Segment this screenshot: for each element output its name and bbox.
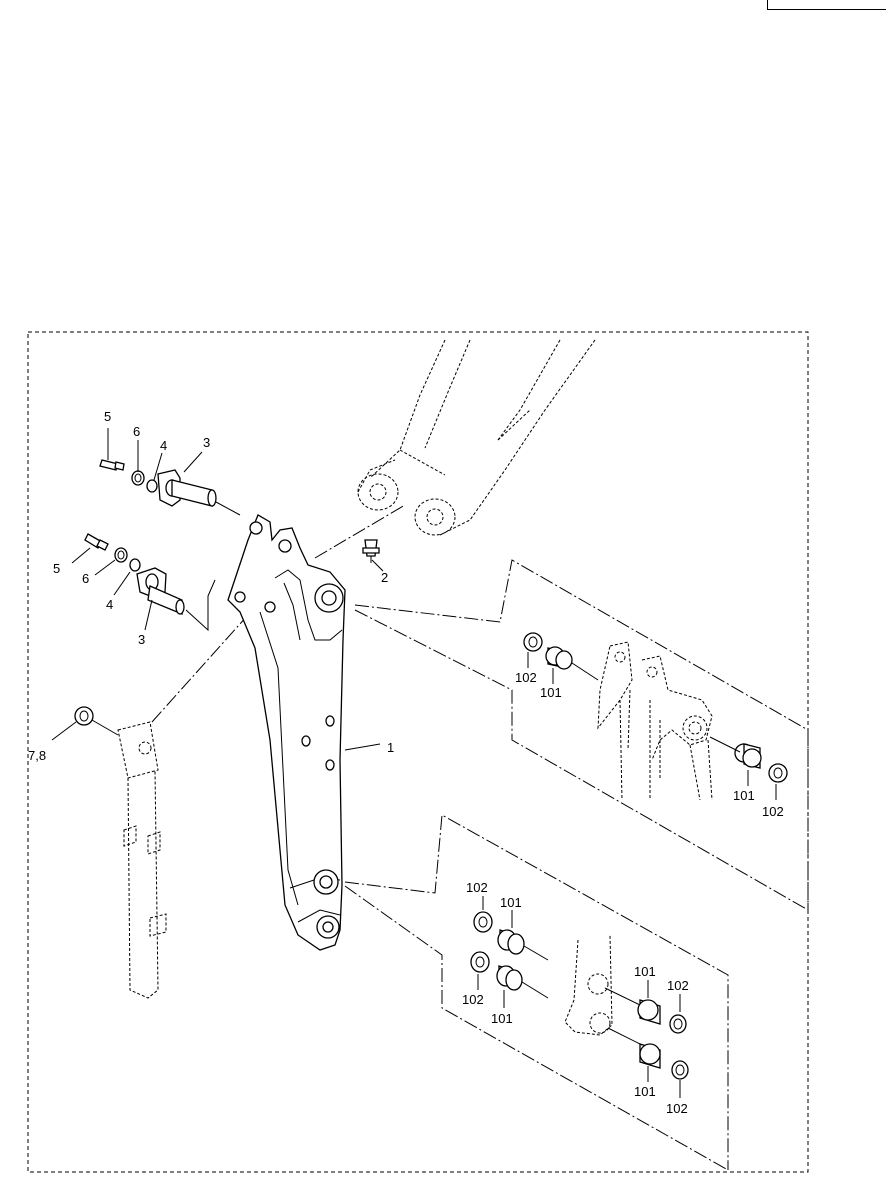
leader-boom (314, 504, 406, 559)
callout-101-lower-3: 101 (634, 964, 656, 979)
leader-4-top (153, 452, 163, 481)
callout-102-lower-1: 102 (466, 880, 488, 895)
callout-2: 2 (381, 570, 388, 585)
leader-1 (344, 743, 381, 751)
detail-panel-lower (344, 814, 729, 1171)
callout-101-upper-left: 101 (540, 685, 562, 700)
callout-1: 1 (387, 740, 394, 755)
callout-5-lower: 5 (53, 561, 60, 576)
callout-101-upper-right: 101 (733, 788, 755, 803)
pin-assembly-top (99, 459, 217, 507)
callout-3-top: 3 (203, 435, 210, 450)
leader-pin-top-to-arm (215, 501, 241, 516)
arm-body (227, 514, 346, 951)
callout-102-lower-4: 102 (666, 1101, 688, 1116)
callout-7-8: 7,8 (28, 748, 46, 763)
callout-6-top: 6 (133, 424, 140, 439)
callout-4-lower: 4 (106, 597, 113, 612)
detail-panel-upper (354, 559, 809, 911)
leader-shim-to-cylinder (91, 719, 119, 736)
leader-6-lower (94, 559, 116, 576)
callout-5-top: 5 (104, 409, 111, 424)
upper-bushings (523, 632, 788, 783)
boom-phantom (357, 339, 596, 536)
leader-2 (371, 559, 384, 572)
pin-assembly-lower (84, 533, 185, 615)
callout-102-upper-left: 102 (515, 670, 537, 685)
shim (74, 706, 94, 726)
callout-102-lower-2: 102 (462, 992, 484, 1007)
upper-detail-phantom (597, 641, 713, 801)
callout-101-lower-4: 101 (634, 1084, 656, 1099)
leader-3-top (183, 451, 203, 473)
lower-bushings (470, 911, 689, 1080)
leader-pin-lower-to-arm (185, 579, 216, 632)
lower-detail-phantom (564, 934, 613, 1036)
callout-4-top: 4 (160, 438, 167, 453)
cylinder-phantom (117, 721, 167, 999)
callout-6-lower: 6 (82, 571, 89, 586)
leader-3-lower (144, 599, 153, 631)
leader-7-8 (51, 721, 77, 741)
leader-cylinder (151, 614, 249, 723)
leader-5-lower (71, 547, 91, 564)
callout-101-lower-1: 101 (500, 895, 522, 910)
callout-102-upper-right: 102 (762, 804, 784, 819)
leader-4-lower (113, 571, 131, 596)
callout-102-lower-3: 102 (667, 978, 689, 993)
grease-fitting (362, 539, 380, 563)
page-code-box (767, 0, 886, 10)
callout-101-lower-2: 101 (491, 1011, 513, 1026)
callout-3-lower: 3 (138, 632, 145, 647)
